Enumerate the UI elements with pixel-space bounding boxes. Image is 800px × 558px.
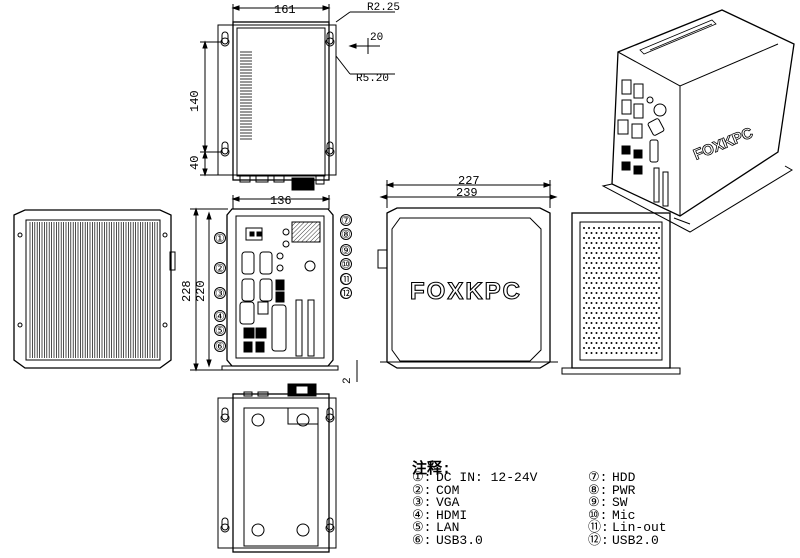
legend-text: USB3.0 (436, 532, 483, 548)
dim-140: 140 (188, 90, 202, 112)
keyhole-slot (220, 407, 230, 423)
legend-item: ⑨: SW (588, 495, 667, 510)
legend-number: ⑩: (588, 507, 608, 523)
vent-fins (240, 51, 252, 140)
legend-number: ⑧: (588, 482, 608, 498)
dim-20: 20 (370, 32, 383, 44)
dim-220: 220 (194, 280, 208, 302)
bottom-view (217, 383, 337, 553)
keyhole-slot (220, 31, 230, 47)
callout-number: ⑨ (341, 245, 351, 258)
callout-number: ⑩ (341, 259, 351, 272)
legend-number: ②: (412, 482, 432, 498)
legend-item: ①: DC IN: 12-24V (412, 470, 538, 485)
heatsink-fins (29, 222, 158, 358)
legend-item: ⑥:USB3.0 (412, 532, 537, 548)
callout-number: ⑧ (341, 229, 351, 242)
legend-number: ③: (412, 495, 432, 510)
keyhole-slot (220, 141, 230, 157)
iso-brand-logo: FOXKPC (691, 124, 755, 163)
dim-2: 2 (342, 377, 354, 384)
legend-number: ⑦: (588, 470, 608, 485)
legend-text: HDD (612, 470, 636, 485)
callout-number: ⑪ (341, 273, 352, 287)
top-view: 161 R2.25 20 R5.20 140 40 (188, 2, 400, 191)
legend-text: HDMI (436, 507, 468, 523)
legend-title: 注释: (412, 461, 452, 478)
legend-number: ⑪: (588, 520, 609, 535)
dim-227: 227 (458, 174, 480, 188)
legend-item: ⑤: LAN (412, 520, 537, 535)
legend-number: ⑨: (588, 495, 608, 510)
dim-r520: R5.20 (356, 73, 389, 85)
heatsink-side-view (13, 209, 176, 369)
legend-text: LAN (436, 520, 460, 535)
legend-text: COM (436, 482, 460, 498)
legend-text: PWR (612, 482, 636, 498)
legend-number: ①: (412, 470, 432, 485)
keyhole-slot (325, 407, 335, 423)
legend-item: ⑪:Lin-out (588, 520, 667, 535)
legend-item: ⑫:USB2.0 (588, 532, 667, 548)
legend-number: ⑫: (588, 532, 609, 548)
callout-number: ④ (215, 311, 225, 324)
dim-239: 239 (456, 186, 478, 200)
legend-text: SW (612, 495, 628, 510)
legend-number: ④: (412, 507, 432, 523)
brand-logo: FOXKPC (410, 278, 522, 305)
legend-text: VGA (436, 495, 460, 510)
legend-text: Lin-out (612, 520, 667, 535)
callout-number: ① (215, 233, 225, 246)
callout-number: ③ (215, 288, 225, 301)
legend-text: USB2.0 (612, 532, 659, 548)
legend-item: ④:HDMI (412, 507, 537, 523)
legend-text: DC IN: 12-24V (436, 470, 538, 485)
callout-number: ⑤ (215, 325, 225, 338)
legend-item: ⑦: HDD (588, 470, 667, 485)
legend-number: ⑤: (412, 520, 432, 535)
front-panel-view: FOXKPC 227 239 (377, 174, 558, 369)
keyhole-slot (325, 517, 335, 533)
dim-228: 228 (180, 280, 194, 302)
legend-number: ⑥: (412, 532, 432, 548)
keyhole-slot (220, 517, 230, 533)
legend-item: ③: VGA (412, 495, 537, 510)
keyhole-slot (325, 31, 335, 47)
keyhole-slot (325, 141, 335, 157)
dim-r225: R2.25 (367, 2, 400, 14)
callout-number: ⑥ (215, 341, 225, 354)
vent-perforation (583, 227, 660, 354)
legend-item: ⑩:Mic (588, 507, 667, 523)
callout-number: ⑦ (341, 215, 351, 228)
callout-number: ② (215, 263, 225, 276)
callout-number: ⑫ (341, 287, 352, 301)
legend-item: ②:COM (412, 482, 537, 498)
legend-text: Mic (612, 507, 636, 523)
rear-perforated-view (561, 212, 681, 375)
dim-161: 161 (274, 3, 296, 17)
top-vent (639, 19, 717, 55)
legend-item: ⑧:PWR (588, 482, 667, 498)
dim-136: 136 (270, 194, 292, 208)
isometric-view: FOXKPC (601, 9, 795, 233)
dim-40: 40 (188, 156, 202, 170)
